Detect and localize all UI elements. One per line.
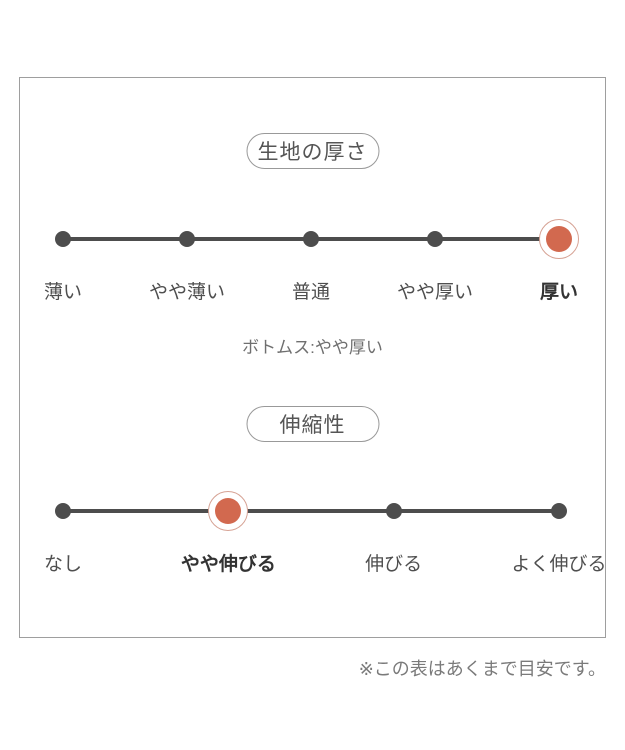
selected-marker-dot: [546, 226, 572, 252]
scale-dot: [55, 231, 71, 247]
thickness-title-pill: 生地の厚さ: [246, 133, 379, 169]
thickness-label-1: 薄い: [43, 282, 83, 303]
stretch-label-1: なし: [43, 554, 83, 575]
thickness-label-2: やや薄い: [148, 282, 226, 303]
thickness-title: 生地の厚さ: [257, 141, 368, 164]
stretch-title: 伸縮性: [279, 414, 346, 437]
stretch-label-3: 伸びる: [365, 554, 423, 575]
stretch-label-2: やや伸びる: [180, 554, 276, 575]
scale-dot: [55, 503, 71, 519]
scale-dot: [385, 503, 402, 519]
selected-marker-ring: [208, 491, 249, 531]
thickness-note: ボトムス:やや厚い: [242, 338, 383, 357]
stretch-title-pill: 伸縮性: [246, 406, 379, 442]
scale-dot: [551, 503, 567, 519]
spec-chart-panel: 生地の厚さ 薄い やや薄い 普通 やや厚い 厚い: [19, 77, 607, 638]
stretch-track: [63, 509, 559, 513]
scale-dot: [179, 231, 195, 247]
thickness-label-3: 普通: [291, 282, 331, 303]
thickness-label-4: やや厚い: [396, 282, 474, 303]
scale-dot: [303, 231, 319, 247]
selected-marker-dot: [215, 498, 242, 524]
thickness-label-5: 厚い: [539, 282, 579, 303]
disclaimer-note: ※この表はあくまで目安です。: [358, 659, 606, 679]
stretch-label-4: よく伸びる: [511, 554, 607, 575]
scale-dot: [427, 231, 443, 247]
